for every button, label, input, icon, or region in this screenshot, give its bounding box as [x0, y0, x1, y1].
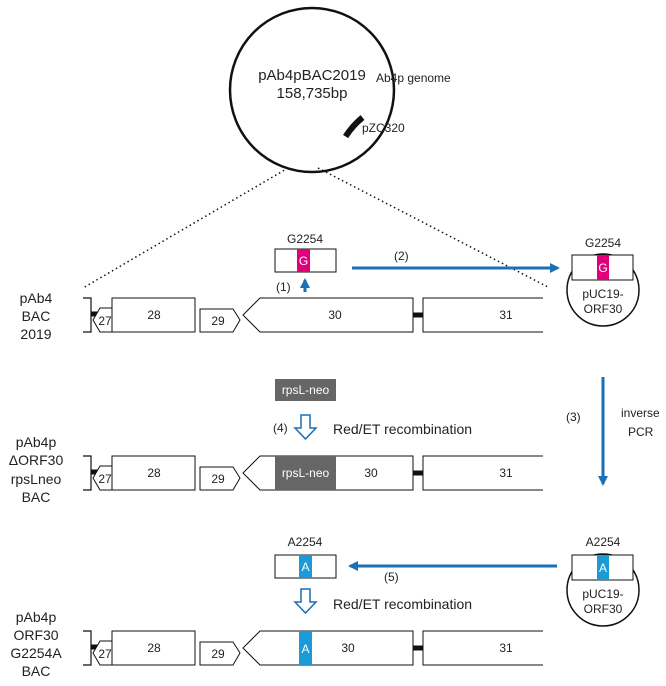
- row2-label-line4: BAC: [22, 489, 51, 505]
- step6-method: Red/ET recombination: [333, 596, 472, 612]
- step3-label: (3): [566, 410, 581, 424]
- row2-orf27-box: [92, 465, 113, 491]
- pzc320-label: pZC320: [362, 121, 405, 135]
- row1-label-line3: 2019: [20, 326, 51, 342]
- orf31-label: 31: [499, 308, 513, 322]
- row2-label-line1: pAb4p: [16, 434, 57, 450]
- row3-orf31-label: 31: [499, 641, 513, 655]
- row3-orf28-box: [111, 630, 196, 666]
- vector1-g-label: G: [598, 261, 607, 275]
- row3-a-label: A: [301, 642, 309, 656]
- row3-a-mark: [299, 631, 312, 665]
- vector1-title: G2254: [585, 236, 621, 250]
- step1-label: (1): [276, 280, 291, 294]
- genome-map-row3: pAb4p ORF30 G2254A BAC 27 28 29 A 30 31: [10, 609, 543, 679]
- orf29-box: [199, 308, 241, 333]
- row3-orf27-box: [92, 640, 113, 666]
- row1-left-end: [83, 297, 92, 333]
- orf27-label: 27: [98, 314, 112, 328]
- plasmid-name: pAb4pBAC2019: [258, 67, 366, 84]
- vector2-a-label: A: [599, 561, 607, 575]
- vector1-label-line1: pUC19-: [582, 287, 623, 301]
- row3-orf29-label: 29: [211, 647, 225, 661]
- row2-orf29-box: [199, 466, 241, 491]
- step6-hollow-arrow: [293, 588, 318, 615]
- orf29-label: 29: [211, 314, 225, 328]
- orf30-box: [242, 297, 414, 333]
- step4-hollow-arrow: [293, 414, 318, 441]
- vector2-label-line2: ORF30: [584, 602, 623, 616]
- row2-orf30-label: 30: [364, 466, 378, 480]
- row2-rpsl-neo-insert: [275, 456, 336, 490]
- step5-label: (5): [384, 570, 399, 584]
- vector1-g-mark: [597, 255, 609, 280]
- a-base-mark: [299, 555, 312, 578]
- row2-left-end: [83, 455, 92, 491]
- row3-orf28-label: 28: [147, 641, 161, 655]
- row3-label-line2: ORF30: [13, 627, 58, 643]
- orf31-box: [422, 297, 543, 333]
- row3-label-line4: BAC: [22, 663, 51, 679]
- a-fragment-title: A2254: [288, 535, 323, 549]
- zoom-line-left: [82, 167, 289, 289]
- row2-orf31-label: 31: [499, 466, 513, 480]
- row2-orf28-label: 28: [147, 466, 161, 480]
- row3-left-end: [83, 630, 92, 666]
- row2-orf31-box: [422, 455, 543, 491]
- orf28-box: [111, 297, 196, 333]
- row2-label-line2: ΔORF30: [9, 452, 64, 468]
- orf30-label: 30: [328, 308, 342, 322]
- orf28-label: 28: [147, 308, 161, 322]
- row1-label-line2: BAC: [22, 308, 51, 324]
- row2-rpsl-neo-label: rpsL-neo: [282, 466, 330, 480]
- step4-label: (4): [273, 421, 288, 435]
- step3-text-line1: inverse: [621, 406, 660, 420]
- row3-orf30-box: [242, 630, 414, 666]
- vector2-title: A2254: [586, 535, 621, 549]
- step3-text-line2: PCR: [628, 425, 654, 439]
- step2-label: (2): [394, 249, 409, 263]
- orf27-box: [92, 307, 113, 333]
- vector1-label-line2: ORF30: [584, 302, 623, 316]
- vector2-label-line1: pUC19-: [582, 587, 623, 601]
- plasmid-size: 158,735bp: [277, 85, 348, 102]
- a-base-label: A: [301, 560, 309, 574]
- row2-label-line3: rpsLneo: [11, 471, 62, 487]
- vector2-a-mark: [597, 555, 609, 580]
- row3-orf30-label: 30: [341, 641, 355, 655]
- pzc320-segment: [343, 115, 365, 139]
- genome-map-row2: pAb4p ΔORF30 rpsLneo BAC 27 28 29 rpsL-n…: [9, 434, 543, 505]
- genome-label: Ab4p genome: [376, 71, 451, 85]
- step4-method: Red/ET recombination: [333, 421, 472, 437]
- g-base-label: G: [299, 254, 308, 268]
- row2-orf27-label: 27: [98, 472, 112, 486]
- row3-label-line1: pAb4p: [16, 609, 57, 625]
- row3-orf31-box: [422, 630, 543, 666]
- row2-orf28-box: [111, 455, 196, 491]
- rpsl-neo-label: rpsL-neo: [282, 383, 330, 397]
- g-fragment-title: G2254: [287, 232, 323, 246]
- plasmid-circle: [228, 6, 396, 174]
- rpsl-neo-cassette: [275, 379, 336, 401]
- row3-orf27-label: 27: [98, 647, 112, 661]
- row2-orf29-label: 29: [211, 472, 225, 486]
- row3-label-line3: G2254A: [10, 645, 62, 661]
- genome-map-row1: pAb4 BAC 2019 27 28 29 30 31: [20, 290, 543, 342]
- row3-orf29-box: [199, 641, 241, 666]
- g-base-mark: [297, 249, 310, 272]
- row1-label-line1: pAb4: [20, 290, 53, 306]
